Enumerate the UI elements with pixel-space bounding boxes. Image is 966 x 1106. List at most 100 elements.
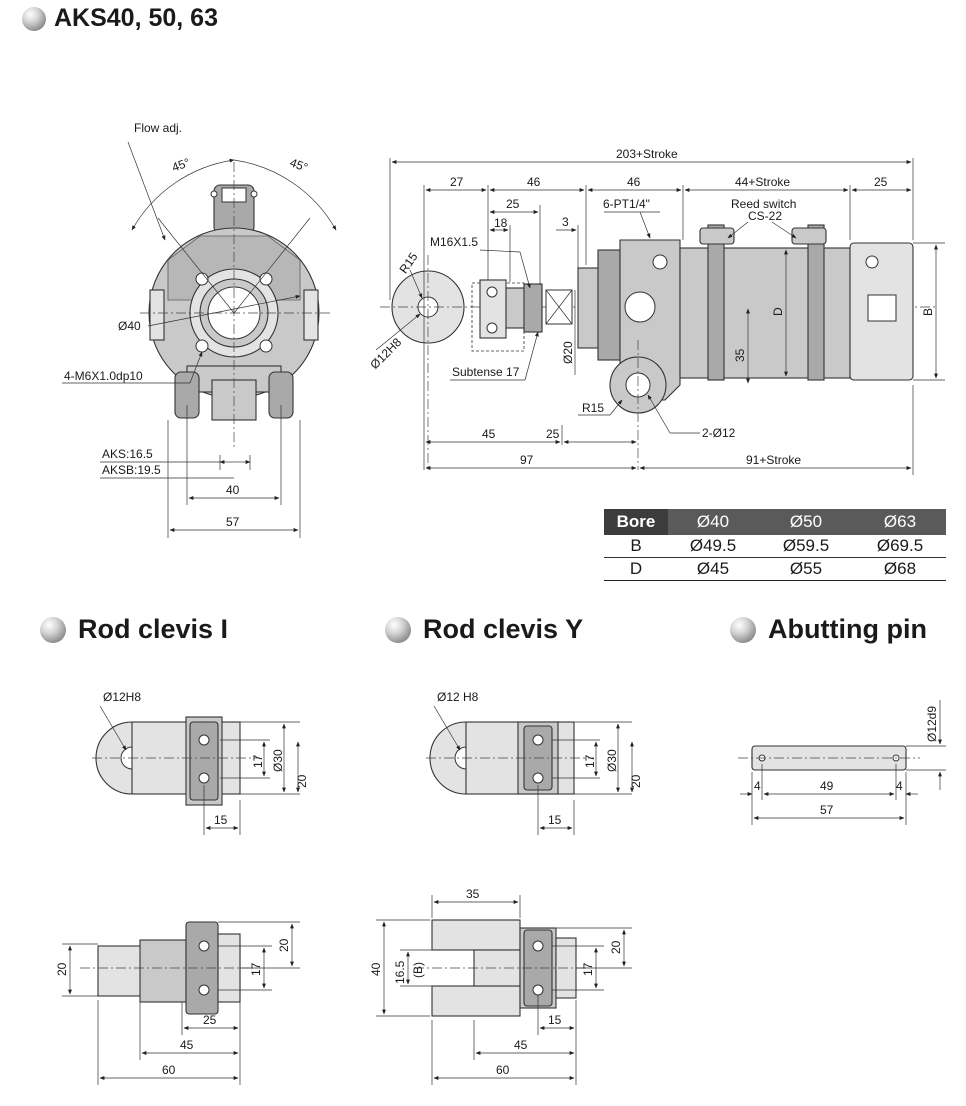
aksb-label: AKSB:19.5 <box>102 463 161 477</box>
rod-clevis-y-front: Ø12 H8 17 Ø30 20 15 <box>426 690 643 835</box>
pin-49-label: 49 <box>820 779 834 793</box>
dim-b-label: B <box>921 308 935 316</box>
dim-91-label: 91+Stroke <box>746 453 801 467</box>
bullet-ball-icon <box>22 6 46 31</box>
bullet-ball-icon <box>730 616 756 643</box>
table-cell: B <box>604 535 668 558</box>
reed-switch-model-label: CS-22 <box>748 209 782 223</box>
table-header-cell: Ø40 <box>668 509 758 535</box>
dim-44-label: 44+Stroke <box>735 175 790 189</box>
clevis-y-side-15-label: 15 <box>548 1013 562 1027</box>
dia40-label: Ø40 <box>118 319 141 333</box>
r15-label: R15 <box>582 401 604 415</box>
dim-25-label: 25 <box>506 197 520 211</box>
dim-35-label: 35 <box>733 348 747 362</box>
flow-adj-label: Flow adj. <box>134 121 182 135</box>
clevis-i-side-25-label: 25 <box>203 1013 217 1027</box>
rod-clevis-i-title-text: Rod clevis I <box>78 614 229 644</box>
abutting-pin-title: Abutting pin <box>730 614 927 645</box>
dim-46b-label: 46 <box>627 175 641 189</box>
dim-27-label: 27 <box>450 175 464 189</box>
dim-57-label: 57 <box>226 515 240 529</box>
dim-3-label: 3 <box>562 215 569 229</box>
clevis-y-20-label: 20 <box>629 774 643 788</box>
rod-clevis-y-side: 35 40 16.5 (B) 20 17 15 45 60 <box>369 887 632 1085</box>
clevis-y-side-60-label: 60 <box>496 1063 510 1077</box>
clevis-y-side-165-label: 16.5 <box>393 960 407 984</box>
clevis-i-side-20-left-label: 20 <box>55 962 69 976</box>
clevis-i-side-45-label: 45 <box>180 1038 194 1052</box>
clevis-i-hole-label: Ø12H8 <box>103 690 141 704</box>
total-length-label: 203+Stroke <box>616 147 678 161</box>
bore-spec-table: Bore Ø40 Ø50 Ø63 B Ø49.5 Ø59.5 Ø69.5 D Ø… <box>604 509 946 581</box>
table-cell: Ø45 <box>668 557 758 581</box>
rod-clevis-y-title-text: Rod clevis Y <box>423 614 584 644</box>
abutting-pin-drawing: Ø12d9 4 49 4 57 <box>738 700 946 825</box>
aks-label: AKS:16.5 <box>102 447 153 461</box>
clevis-i-15-label: 15 <box>214 813 228 827</box>
d12h8-label: Ø12H8 <box>367 335 404 372</box>
bullet-ball-icon <box>385 616 411 643</box>
table-cell: Ø59.5 <box>758 535 854 558</box>
clevis-y-15-label: 15 <box>548 813 562 827</box>
dim-46a-label: 46 <box>527 175 541 189</box>
main-title-text: AKS40, 50, 63 <box>54 4 218 32</box>
clevis-y-30-label: Ø30 <box>605 749 619 772</box>
table-header-cell: Bore <box>604 509 668 535</box>
clevis-i-side-60-label: 60 <box>162 1063 176 1077</box>
dim-45-label: 45 <box>482 427 496 441</box>
tap-label: 4-M6X1.0dp10 <box>64 369 143 383</box>
clevis-y-side-40-label: 40 <box>369 962 383 976</box>
table-cell: Ø69.5 <box>854 535 946 558</box>
dim-25b-label: 25 <box>546 427 560 441</box>
clevis-i-side-20-right-label: 20 <box>277 938 291 952</box>
clevis-i-17-label: 17 <box>251 754 265 768</box>
dim-40-label: 40 <box>226 483 240 497</box>
rod-clevis-i-title: Rod clevis I <box>40 614 228 645</box>
angle-left-label: 45° <box>170 155 192 174</box>
rod-clevis-i-front: Ø12H8 17 Ø30 20 15 <box>92 690 309 835</box>
dim-d-label: D <box>771 307 785 316</box>
table-cell: D <box>604 557 668 581</box>
angle-right-label: 45° <box>288 155 310 174</box>
main-title: AKS40, 50, 63 <box>22 4 218 33</box>
table-row: D Ø45 Ø55 Ø68 <box>604 557 946 581</box>
m16-label: M16X1.5 <box>430 235 478 249</box>
dim-97-label: 97 <box>520 453 534 467</box>
bullet-ball-icon <box>40 616 66 643</box>
clevis-y-side-20-label: 20 <box>609 940 623 954</box>
table-header-cell: Ø50 <box>758 509 854 535</box>
clevis-y-side-17-label: 17 <box>581 962 595 976</box>
clevis-i-30-label: Ø30 <box>271 749 285 772</box>
clevis-y-side-45-label: 45 <box>514 1038 528 1052</box>
rod-clevis-i-side: 20 20 17 25 45 60 <box>55 921 300 1085</box>
table-row: B Ø49.5 Ø59.5 Ø69.5 <box>604 535 946 558</box>
subtense-label: Subtense 17 <box>452 365 520 379</box>
side-view: 203+Stroke 27 46 46 44+Stroke 25 25 18 3… <box>367 147 945 475</box>
table-cell: Ø68 <box>854 557 946 581</box>
table-header-row: Bore Ø40 Ø50 Ø63 <box>604 509 946 535</box>
table-cell: Ø55 <box>758 557 854 581</box>
rod-clevis-y-title: Rod clevis Y <box>385 614 583 645</box>
pin-4-left-label: 4 <box>754 779 761 793</box>
table-cell: Ø49.5 <box>668 535 758 558</box>
port-label: 6-PT1/4" <box>603 197 650 211</box>
dim-18-label: 18 <box>494 216 508 230</box>
pin-57-label: 57 <box>820 803 834 817</box>
reed-switch-label: Reed switch <box>731 197 796 211</box>
clevis-y-hole-label: Ø12 H8 <box>437 690 479 704</box>
dim-25-top-label: 25 <box>874 175 888 189</box>
abutting-pin-title-text: Abutting pin <box>768 614 927 644</box>
pin-diameter-label: Ø12d9 <box>925 706 939 742</box>
pin-4-right-label: 4 <box>896 779 903 793</box>
clevis-y-17-label: 17 <box>583 754 597 768</box>
front-view: Flow adj. 45° 45° Ø40 4-M6X1.0dp10 AKS:1… <box>62 121 337 538</box>
clevis-y-side-35-label: 35 <box>466 887 480 901</box>
holes-label: 2-Ø12 <box>702 426 736 440</box>
clevis-i-side-17-label: 17 <box>249 962 263 976</box>
clevis-i-20-label: 20 <box>295 774 309 788</box>
table-header-cell: Ø63 <box>854 509 946 535</box>
d20-label: Ø20 <box>561 341 575 364</box>
clevis-y-side-b-label: (B) <box>411 962 425 978</box>
